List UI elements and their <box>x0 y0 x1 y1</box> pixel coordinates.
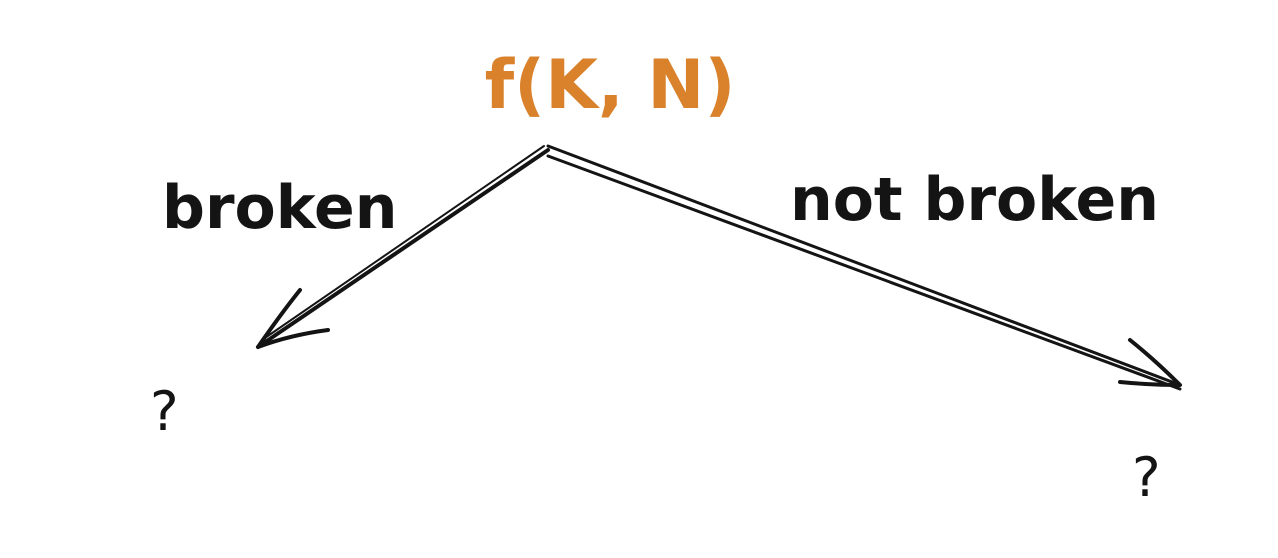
left-leaf-label: ? <box>150 380 179 443</box>
right-leaf-label: ? <box>1132 446 1161 509</box>
left-branch-arrow <box>256 145 550 349</box>
right-edge-label: not broken <box>790 165 1159 235</box>
right-branch-arrow <box>546 144 1182 391</box>
root-node-label: f(K, N) <box>485 46 736 125</box>
left-edge-label: broken <box>162 173 397 243</box>
